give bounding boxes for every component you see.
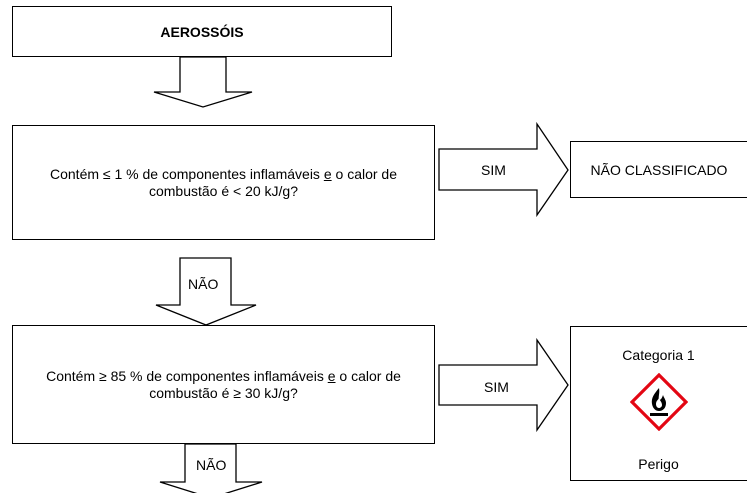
signal-word: Perigo — [638, 456, 679, 472]
result-category-1-box: Categoria 1 Perigo — [570, 326, 747, 481]
arrow-right-sim-2 — [438, 337, 569, 433]
result-not-classified-box: NÃO CLASSIFICADO — [570, 141, 747, 198]
flame-icon — [630, 373, 688, 431]
category-label: Categoria 1 — [622, 347, 695, 363]
question-1-text: Contém ≤ 1 % de componentes inflamáveis … — [50, 165, 397, 199]
arrow-label-nao-1: NÃO — [188, 276, 219, 292]
title-box: AEROSSÓIS — [12, 6, 392, 57]
arrow-right-sim-1 — [438, 121, 569, 218]
arrow-label-sim-2: SIM — [484, 379, 509, 395]
arrow-label-nao-2: NÃO — [196, 457, 227, 473]
arrow-down-1 — [153, 56, 253, 108]
question-2-box: Contém ≥ 85 % de componentes inflamáveis… — [12, 325, 435, 444]
title-text: AEROSSÓIS — [160, 23, 244, 40]
arrow-down-nao-2 — [159, 443, 263, 493]
result-not-classified-text: NÃO CLASSIFICADO — [590, 161, 728, 178]
question-2-text: Contém ≥ 85 % de componentes inflamáveis… — [46, 367, 401, 401]
arrow-down-nao-1 — [155, 257, 257, 326]
question-1-box: Contém ≤ 1 % de componentes inflamáveis … — [12, 125, 435, 240]
arrow-label-sim-1: SIM — [481, 162, 506, 178]
